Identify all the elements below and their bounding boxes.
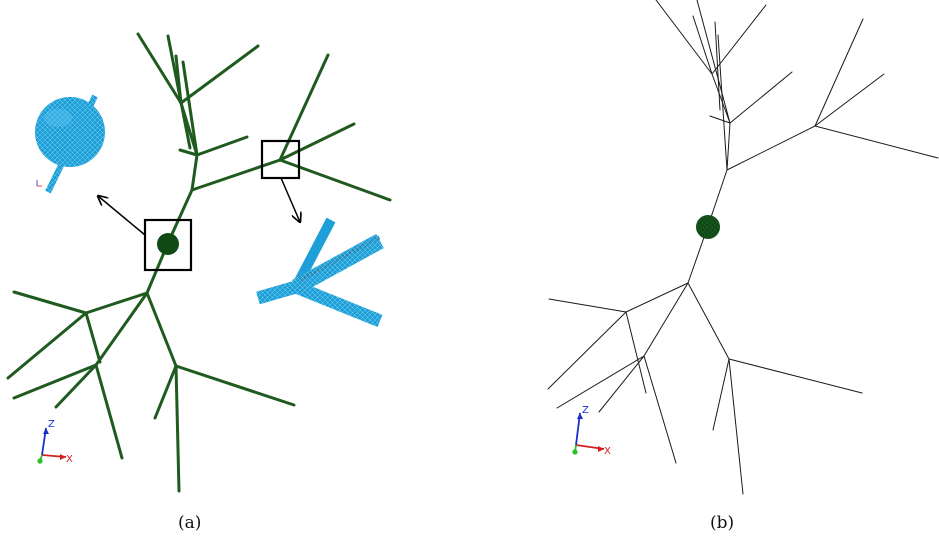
axes-triad-b: X Z	[572, 405, 611, 457]
soma	[157, 233, 179, 255]
callout-arrow-branch	[280, 177, 300, 222]
callout-arrow-soma	[98, 196, 146, 236]
panel-a: X Z	[6, 32, 392, 493]
callout-box-soma	[143, 218, 193, 272]
caption-panel-a: (a)	[178, 513, 202, 533]
branch-closeup-inset	[256, 217, 384, 328]
soma-closeup-inset	[35, 94, 105, 194]
neuron-tree-a	[6, 32, 392, 493]
axis-x-label: X	[604, 446, 611, 457]
neuron-tree-b	[547, 0, 939, 495]
panel-b: X Z	[547, 0, 939, 495]
caption-panel-b: (b)	[710, 513, 735, 533]
axis-z-label: Z	[48, 419, 55, 430]
callout-box-branch	[260, 139, 301, 180]
small-axes-icon	[36, 180, 42, 187]
axis-z-label: Z	[582, 405, 589, 416]
axis-x-label: X	[66, 454, 73, 465]
axes-triad-a: X Z	[37, 419, 73, 465]
